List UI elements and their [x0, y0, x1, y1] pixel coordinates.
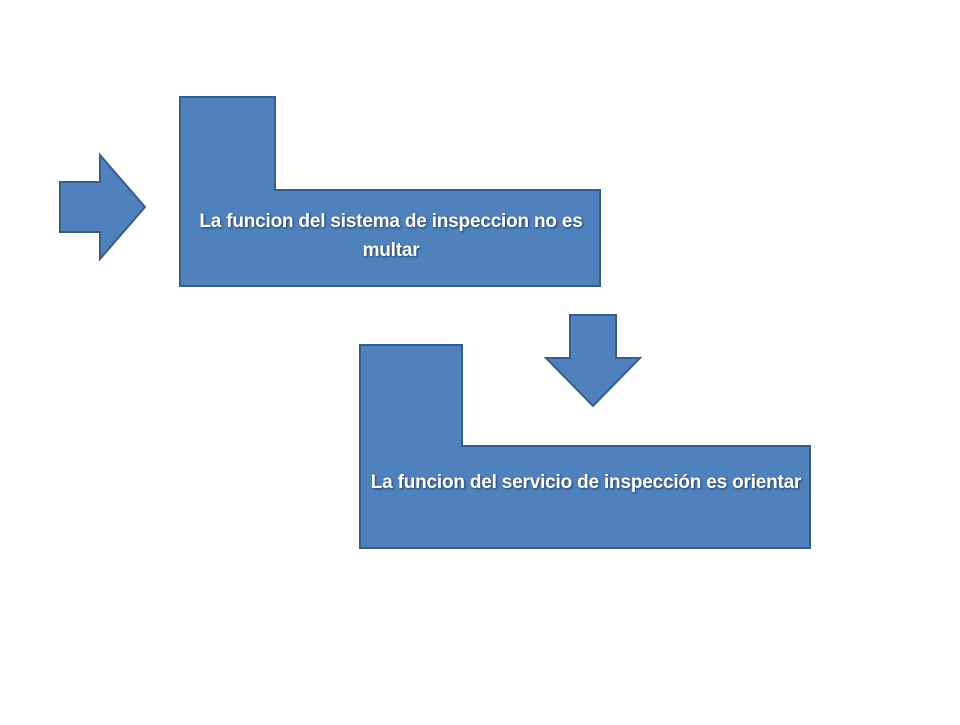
box-2-label: La funcion del servicio de inspección es…: [370, 472, 802, 493]
arrow-right-icon: [59, 152, 147, 262]
box-1-label: La funcion del sistema de inspeccion no …: [199, 211, 583, 261]
l-shape-box-1: [179, 96, 601, 287]
arrow-down-icon: [543, 314, 643, 408]
l-shape-box-2: [359, 344, 811, 549]
